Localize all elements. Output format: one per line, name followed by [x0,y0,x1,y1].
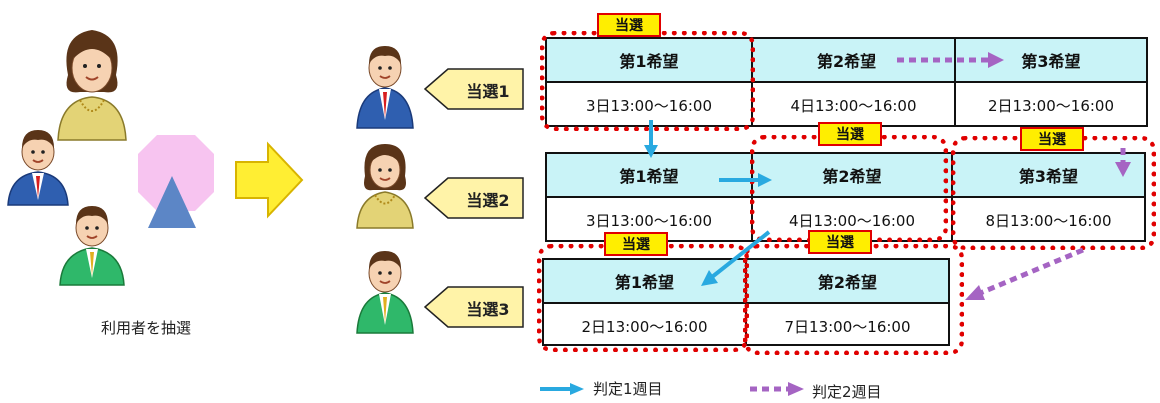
winner-outline [537,244,749,352]
row1-choice2-cell: 第2希望 4日13:00〜16:00 [751,37,956,127]
winner-outline [750,135,948,242]
left-caption: 利用者を抽選 [100,319,191,337]
row3-person-icon [356,251,414,334]
winner-outline [540,31,755,131]
row1-winner-tag: 当選1 [424,68,524,110]
tag-shape [424,286,524,328]
legend-week1-arrow-icon [540,383,584,395]
row2-choice1-cell: 第1希望 3日13:00〜16:00 [545,152,753,242]
choice-header: 第2希望 [747,260,948,304]
row3-winner-tag: 当選3 [424,286,524,328]
choice-header: 第3希望 [956,39,1146,83]
user-group-illustration [7,30,304,286]
choice-time: 4日13:00〜16:00 [789,211,915,230]
row3-choice2-cell: 第2希望 7日13:00〜16:00 [745,258,950,346]
row1-choice1-cell: 第1希望 3日13:00〜16:00 [545,37,753,127]
octagon-shape [138,135,214,211]
choice-time: 2日13:00〜16:00 [988,96,1114,115]
row2-winner-tag: 当選2 [424,177,524,219]
winner-outline [951,136,1156,250]
row1-tag-label: 当選1 [466,82,510,101]
choice-time: 2日13:00〜16:00 [581,317,708,336]
choice-header: 第3希望 [953,154,1144,198]
choice-header: 第2希望 [753,39,954,83]
winner-badge: 当選 [597,13,661,37]
man-blue-suit-icon [7,130,69,206]
row3-tag-label: 当選3 [466,300,510,319]
winner-badge: 当選 [808,230,872,254]
choice-header: 第2希望 [753,154,951,198]
tag-shape [424,177,524,219]
big-right-arrow-icon [235,141,304,219]
legend-week1-label: 判定1週目 [593,380,663,398]
choice-header: 第1希望 [547,154,751,198]
row1-person-icon [356,46,414,129]
winner-badge: 当選 [604,232,668,256]
row1-choice3-cell: 第3希望 2日13:00〜16:00 [954,37,1148,127]
row2-choice3-cell: 第3希望 8日13:00〜16:00 [951,152,1146,242]
row2-tag-label: 当選2 [466,191,510,210]
choice-header: 第1希望 [547,39,751,83]
choice-time: 4日13:00〜16:00 [790,96,917,115]
legend-week2-arrow-icon [750,382,804,396]
legend-week2-label: 判定2週目 [812,383,882,401]
winner-badge: 当選 [1020,127,1084,151]
winner-outline [743,244,964,355]
triangle-shape [148,176,196,228]
choice-time: 7日13:00〜16:00 [784,317,911,336]
choice-time: 3日13:00〜16:00 [586,96,712,115]
choice-time: 3日13:00〜16:00 [586,211,712,230]
woman-person-icon [57,30,127,141]
row2-person-icon [356,144,414,229]
tag-shape [424,68,524,110]
choice-time: 8日13:00〜16:00 [985,211,1112,230]
man-green-suit-icon [59,206,125,286]
winner-badge: 当選 [818,122,882,146]
week2-arrow [965,247,1084,300]
